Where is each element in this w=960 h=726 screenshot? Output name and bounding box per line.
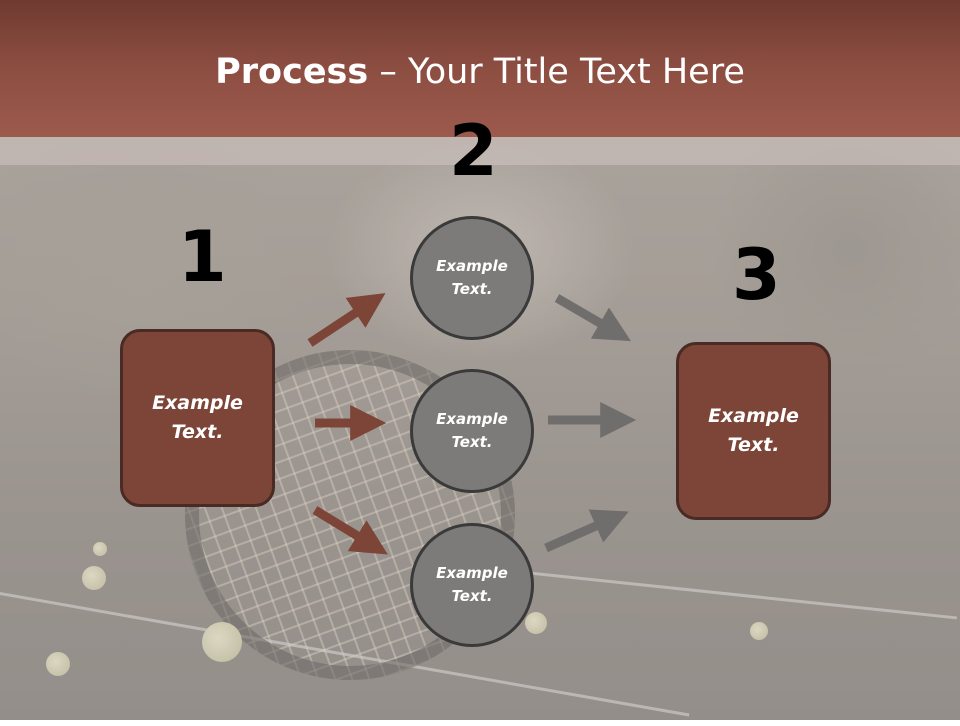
tennis-ball: [82, 566, 106, 590]
step-number-3[interactable]: 3: [732, 234, 781, 316]
process-circle-2[interactable]: Example Text.: [410, 369, 534, 493]
tennis-ball: [202, 622, 242, 662]
step-number-1[interactable]: 1: [178, 216, 227, 298]
arrow-to-circle-1: [307, 293, 386, 347]
tennis-ball: [93, 542, 107, 556]
process-box-right-text: Example Text.: [708, 405, 799, 456]
title-bold: Process: [215, 52, 369, 92]
process-circle-3-text: Example Text.: [436, 564, 508, 605]
process-box-left-text: Example Text.: [152, 392, 243, 443]
process-box-right[interactable]: Example Text.: [676, 342, 831, 520]
process-circle-2-text: Example Text.: [436, 410, 508, 451]
arrow-to-circle-3: [312, 506, 388, 555]
slide-title[interactable]: Process – Your Title Text Here: [0, 52, 960, 92]
title-strip: [0, 137, 960, 165]
arrow-from-circle-3: [544, 509, 629, 553]
process-circle-1-text: Example Text.: [436, 257, 508, 298]
tennis-ball: [46, 652, 70, 676]
process-circle-1[interactable]: Example Text.: [410, 216, 534, 340]
title-bar: [0, 0, 960, 137]
step-number-2[interactable]: 2: [449, 110, 498, 192]
title-rest: – Your Title Text Here: [368, 52, 745, 92]
arrow-from-circle-1: [554, 294, 631, 342]
process-circle-3[interactable]: Example Text.: [410, 523, 534, 647]
tennis-ball: [525, 612, 547, 634]
tennis-ball: [750, 622, 768, 640]
process-box-left[interactable]: Example Text.: [120, 329, 275, 507]
